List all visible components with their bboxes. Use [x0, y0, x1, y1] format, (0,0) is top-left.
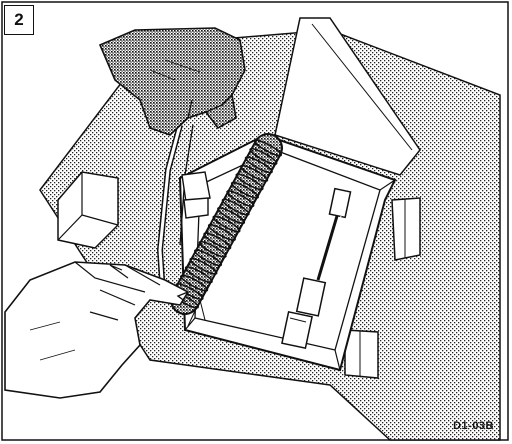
harness-ribs — [170, 139, 283, 309]
left-bracket — [57, 171, 119, 249]
figure-code-label: D1-03B — [453, 420, 494, 432]
harness-rib — [226, 190, 255, 208]
harness-rib — [175, 283, 204, 301]
harness-rib — [221, 198, 250, 216]
lower-hand-icon — [4, 261, 190, 399]
hand-icon — [98, 27, 246, 136]
harness-rib — [217, 207, 246, 225]
wiring-harness — [170, 133, 283, 315]
harness-rib — [184, 266, 213, 284]
harness-rib — [203, 232, 232, 250]
harness-rib — [189, 257, 218, 275]
right-bracket-lower — [344, 329, 379, 379]
harness-rib — [212, 215, 241, 233]
right-bracket-upper — [391, 197, 421, 261]
upper-slot — [274, 17, 421, 176]
harness-rib — [230, 181, 259, 199]
harness-rib — [253, 139, 283, 157]
harness-rib — [240, 164, 269, 182]
harness-rib — [235, 173, 264, 191]
harness-rib — [249, 147, 278, 165]
harness-rib — [244, 156, 273, 174]
harness-rib — [198, 240, 227, 258]
harness-rib — [207, 223, 236, 241]
harness-rib — [194, 249, 223, 267]
connector-icon — [281, 187, 352, 350]
step-number-badge: 2 — [4, 5, 34, 35]
harness-rib — [180, 274, 209, 292]
